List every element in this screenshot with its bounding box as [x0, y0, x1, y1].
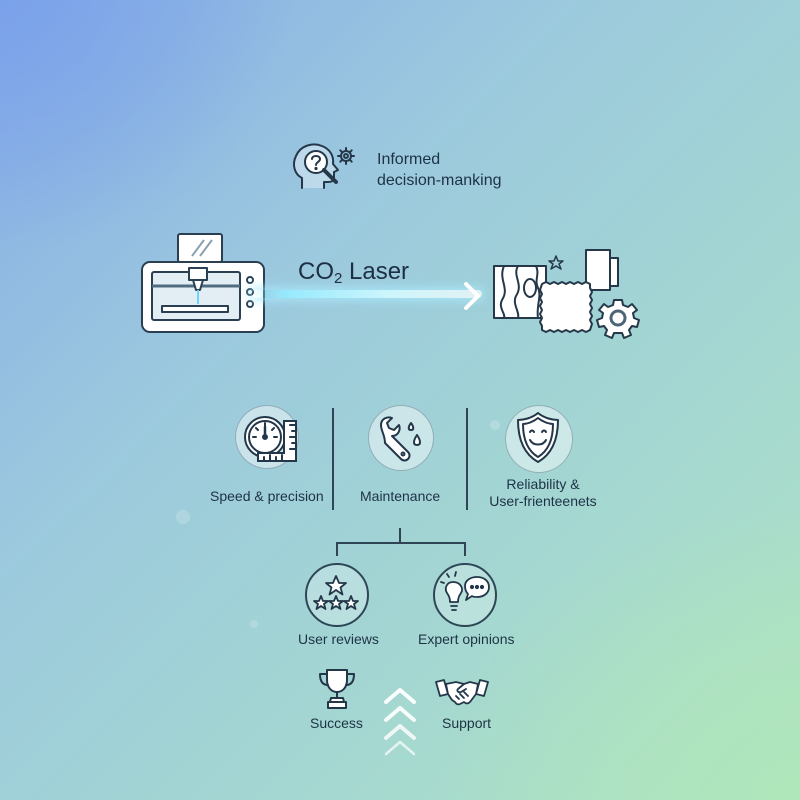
decision-head-icon	[288, 138, 358, 198]
laser-beam	[252, 290, 482, 298]
handshake-icon	[434, 676, 490, 708]
chevrons-up-icon	[382, 684, 418, 756]
feature-label-reliability-line1: Reliability &	[506, 476, 580, 492]
speedometer-ruler-icon	[240, 413, 302, 465]
feature-label-reliability-line2: User-frienteenets	[489, 493, 597, 509]
wrench-drops-icon	[373, 413, 429, 463]
divider-right	[466, 408, 468, 510]
header-line1: Informed	[377, 151, 441, 168]
shield-smile-icon	[514, 410, 562, 466]
lightbulb-chat-icon	[439, 570, 491, 618]
laser-title-prefix: CO	[298, 258, 334, 285]
user-reviews-circle	[305, 563, 369, 627]
feature-label-reliability: Reliability & User-frienteenets	[487, 476, 599, 510]
header-title: Informed decision-manking	[377, 149, 502, 191]
laser-title-subscript: 2	[334, 270, 343, 287]
header-line2: decision-manking	[377, 172, 502, 189]
bracket-stem	[399, 528, 401, 543]
bracket-bar	[336, 542, 466, 544]
arrow-right-icon	[462, 280, 484, 312]
bracket-right-drop	[464, 542, 466, 556]
expert-opinions-circle	[433, 563, 497, 627]
divider-left	[332, 408, 334, 510]
feedback-label-expert-opinions: Expert opinions	[418, 631, 515, 647]
laser-machine-icon	[140, 232, 266, 336]
materials-icon	[490, 244, 646, 344]
stars-icon	[311, 574, 361, 614]
outcome-label-support: Support	[442, 715, 492, 731]
feature-label-speed: Speed & precision	[210, 488, 324, 504]
laser-title-suffix: Laser	[342, 258, 410, 285]
trophy-icon	[317, 666, 357, 712]
outcome-label-success: Success	[310, 715, 363, 731]
laser-title: CO2 Laser	[298, 258, 409, 287]
feature-label-maintenance: Maintenance	[360, 488, 441, 504]
feedback-label-user-reviews: User reviews	[298, 631, 379, 647]
bracket-left-drop	[336, 542, 338, 556]
